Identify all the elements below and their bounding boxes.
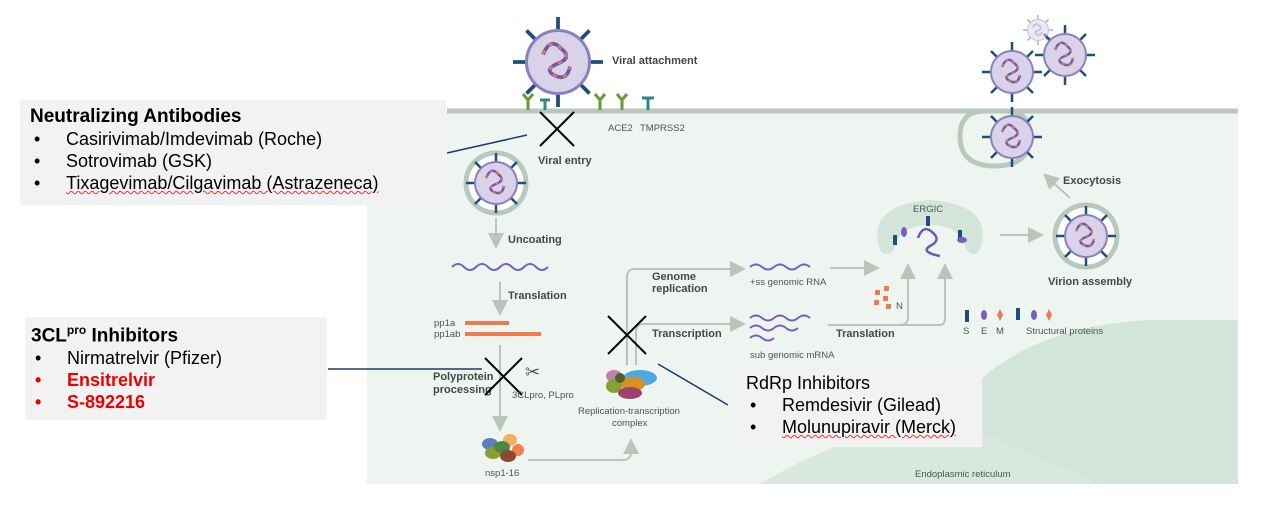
drug-item: Sotrovimab (GSK) — [30, 150, 436, 172]
label-n: N — [896, 301, 903, 312]
drug-item: Molunupiravir (Merck) — [746, 416, 976, 438]
drug-item: Tixagevimab/Cilgavimab (Astrazeneca) — [30, 172, 436, 194]
box-title: RdRp Inhibitors — [746, 373, 871, 393]
tmprss2-receptor-icon — [642, 96, 654, 110]
label-genome: Genome — [652, 271, 696, 283]
drug-item-highlight: Ensitrelvir — [31, 369, 321, 391]
faded-virion-icon — [1022, 14, 1054, 46]
label-viral-entry: Viral entry — [538, 155, 592, 167]
rtc-icon — [606, 370, 657, 399]
block-protease-x-icon — [484, 357, 523, 396]
structural-proteins-icons — [965, 308, 1052, 322]
label-nsp: nsp1-16 — [485, 468, 519, 479]
viral-rna-icon — [451, 263, 549, 271]
label-s: S — [963, 326, 969, 337]
drug-item: Remdesivir (Gilead) — [746, 394, 976, 416]
rdrp-inhibitors-box: RdRp Inhibitors Remdesivir (Gilead) Molu… — [740, 369, 982, 447]
drug-item: Casirivimab/Imdevimab (Roche) — [30, 128, 436, 150]
label-structural-proteins: Structural proteins — [1026, 326, 1103, 337]
label-processing: processing — [433, 384, 492, 396]
label-e: E — [981, 326, 987, 337]
ergic — [877, 200, 983, 254]
label-ss-rna: +ss genomic RNA — [750, 277, 827, 288]
block-rdrp-x-icon — [607, 315, 647, 355]
label-virion-assembly: Virion assembly — [1048, 276, 1133, 288]
label-translation-2: Translation — [836, 328, 895, 340]
label-tmprss2: TMPRSS2 — [640, 123, 685, 134]
3clpro-inhibitors-box: 3CLpro Inhibitors Nirmatrelvir (Pfizer) … — [25, 317, 327, 420]
block-entry-x-icon — [539, 111, 575, 147]
label-rtc: Replication-transcription — [578, 406, 680, 417]
connector-line — [446, 134, 528, 154]
nsp-cluster-icon — [482, 434, 524, 462]
label-proteases: 3CLpro, PLpro — [512, 390, 574, 401]
box-title: 3CLpro Inhibitors — [31, 323, 179, 347]
label-er: Endoplasmic reticulum — [915, 469, 1011, 480]
ace2-receptor-icon — [521, 93, 535, 110]
drug-item: Nirmatrelvir (Pfizer) — [31, 347, 321, 369]
box-title: Neutralizing Antibodies — [30, 106, 242, 127]
label-pp1a: pp1a — [434, 318, 456, 329]
label-complex: complex — [612, 418, 648, 429]
label-viral-attachment: Viral attachment — [612, 55, 698, 67]
label-m: M — [996, 326, 1004, 337]
label-sub-mrna: sub genomic mRNA — [750, 350, 835, 361]
label-transcription: Transcription — [652, 328, 722, 340]
budding-virion-icon — [980, 105, 1044, 169]
label-uncoating: Uncoating — [508, 234, 562, 246]
label-ace2: ACE2 — [608, 123, 633, 134]
label-translation: Translation — [508, 290, 567, 302]
n-protein-icon — [874, 286, 891, 309]
label-ergic: ERGIC — [913, 204, 943, 215]
label-exocytosis: Exocytosis — [1063, 175, 1121, 187]
neutralizing-antibodies-box: Neutralizing Antibodies Casirivimab/Imde… — [20, 100, 446, 205]
label-polyprotein: Polyprotein — [433, 371, 494, 383]
drug-item-highlight: S-892216 — [31, 391, 321, 413]
label-pp1ab: pp1ab — [434, 329, 460, 340]
scissors-icon: ✂ — [525, 362, 540, 382]
virus-icon — [511, 15, 605, 109]
released-virion-icon — [980, 40, 1044, 104]
assembled-virion-icon — [1054, 204, 1118, 268]
label-replication: replication — [652, 283, 708, 295]
endosome-virus-icon — [464, 151, 528, 215]
